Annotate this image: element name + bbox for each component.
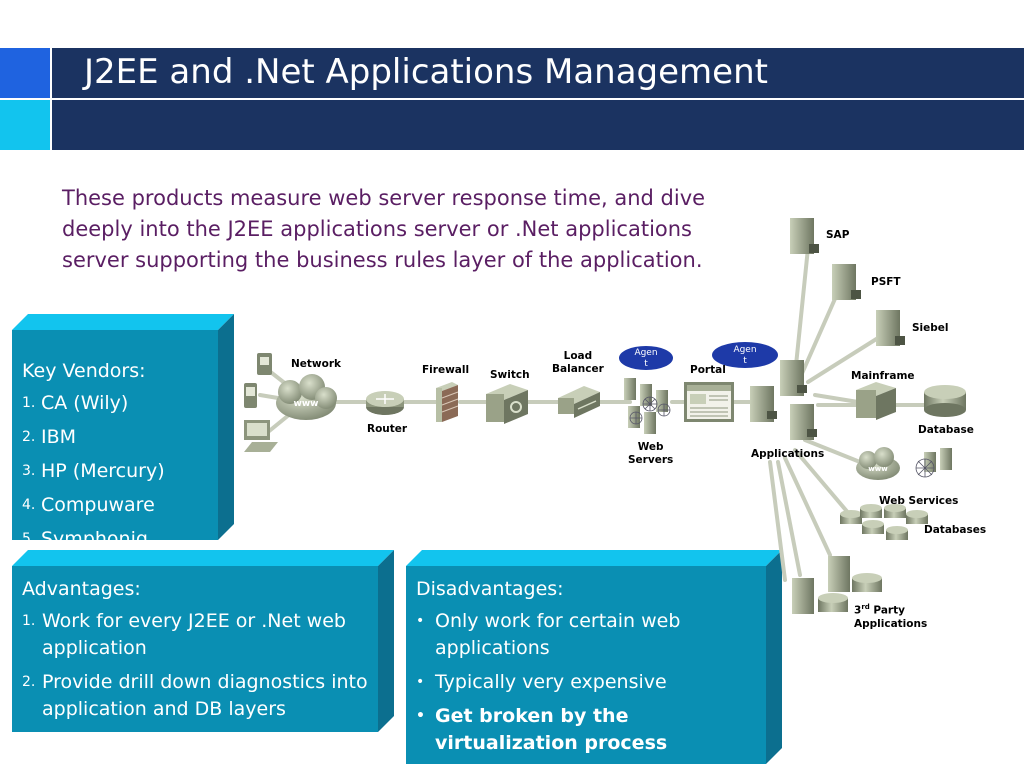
switch-icon xyxy=(486,384,528,424)
vendors-heading: Key Vendors: xyxy=(22,360,146,382)
intro-text: These products measure web server respon… xyxy=(62,186,706,272)
vendor-item: 1.CA (Wily) xyxy=(22,392,129,414)
pda-icon xyxy=(244,383,257,408)
label-sap: SAP xyxy=(826,229,850,241)
advantage-item: 1.Work for every J2EE or .Net web applic… xyxy=(22,610,346,659)
web-servers-icon xyxy=(624,378,671,434)
label-network: Network xyxy=(291,358,342,370)
vendors-list: 1.CA (Wily) 2.IBM 3.HP (Mercury) 4.Compu… xyxy=(22,390,210,553)
label-databases: Databases xyxy=(924,524,987,536)
slide-title: J2EE and .Net Applications Management xyxy=(84,52,768,92)
header-divider-horizontal xyxy=(0,98,1024,100)
advantages-heading: Advantages: xyxy=(22,578,141,600)
label-load-balancer: Load Balancer xyxy=(552,350,604,375)
web-services-icon: www xyxy=(856,447,952,480)
connection-lines xyxy=(258,246,927,582)
firewall-icon xyxy=(436,382,459,422)
vendors-box: Key Vendors: 1.CA (Wily) 2.IBM 3.HP (Mer… xyxy=(12,314,234,550)
disadvantage-item: •Get broken by the virtualization proces… xyxy=(416,705,668,754)
database-icon xyxy=(924,385,966,417)
vendor-item: 4.Compuware xyxy=(22,494,155,516)
vendor-item: 5.Symphoniq xyxy=(22,528,148,550)
label-third-party: 3rd Party Applications xyxy=(854,603,928,630)
vendors-box-bevel xyxy=(12,314,234,540)
disadvantages-heading: Disadvantages: xyxy=(416,578,564,600)
desktop-computer-icon xyxy=(244,420,278,452)
label-firewall: Firewall xyxy=(422,364,470,376)
load-balancer-icon xyxy=(558,386,600,418)
disadvantages-box: Disadvantages: •Only work for certain we… xyxy=(406,550,782,764)
svg-text:www: www xyxy=(294,399,319,409)
network-cloud-icon: www xyxy=(276,374,337,420)
label-siebel: Siebel xyxy=(912,322,949,334)
disadvantages-box-bevel xyxy=(406,550,782,764)
accent-square-cyan xyxy=(0,100,50,150)
advantage-item: 2.Provide drill down diagnostics into ap… xyxy=(22,671,368,720)
phone-icon xyxy=(257,353,272,375)
label-web-servers: Web Servers xyxy=(628,441,674,466)
svg-text:t: t xyxy=(644,359,648,369)
disadvantage-item: •Typically very expensive xyxy=(416,671,667,693)
sap-server-icon xyxy=(790,218,819,254)
svg-text:t: t xyxy=(743,356,747,366)
advantages-box-bevel xyxy=(12,550,394,732)
label-router: Router xyxy=(367,423,408,435)
label-psft: PSFT xyxy=(871,276,901,288)
siebel-server-icon xyxy=(876,310,905,346)
advantages-list: 1.Work for every J2EE or .Net web applic… xyxy=(22,608,370,723)
svg-text:Agen: Agen xyxy=(733,345,756,355)
applications-servers-icon xyxy=(750,360,817,440)
databases-cluster-icon xyxy=(840,504,928,540)
label-portal: Portal xyxy=(690,364,726,376)
svg-text:Agen: Agen xyxy=(634,348,657,358)
vendor-item: 2.IBM xyxy=(22,426,77,448)
label-web-services: Web Services xyxy=(879,495,959,507)
disadvantage-item: •Only work for certain web applications xyxy=(416,610,681,659)
mainframe-icon xyxy=(856,382,896,420)
label-database: Database xyxy=(918,424,974,436)
label-mainframe: Mainframe xyxy=(851,370,915,382)
psft-server-icon xyxy=(832,264,861,300)
label-applications: Applications xyxy=(751,448,825,460)
svg-text:www: www xyxy=(868,465,888,473)
agent-badge-web: Agen t xyxy=(619,346,673,370)
label-switch: Switch xyxy=(490,369,530,381)
portal-icon xyxy=(684,382,734,422)
router-icon xyxy=(366,391,404,415)
vendor-item: 3.HP (Mercury) xyxy=(22,460,165,482)
advantages-box: Advantages: 1.Work for every J2EE or .Ne… xyxy=(12,550,394,732)
accent-square-blue xyxy=(0,48,50,98)
disadvantages-list: •Only work for certain web applications … xyxy=(416,608,758,757)
